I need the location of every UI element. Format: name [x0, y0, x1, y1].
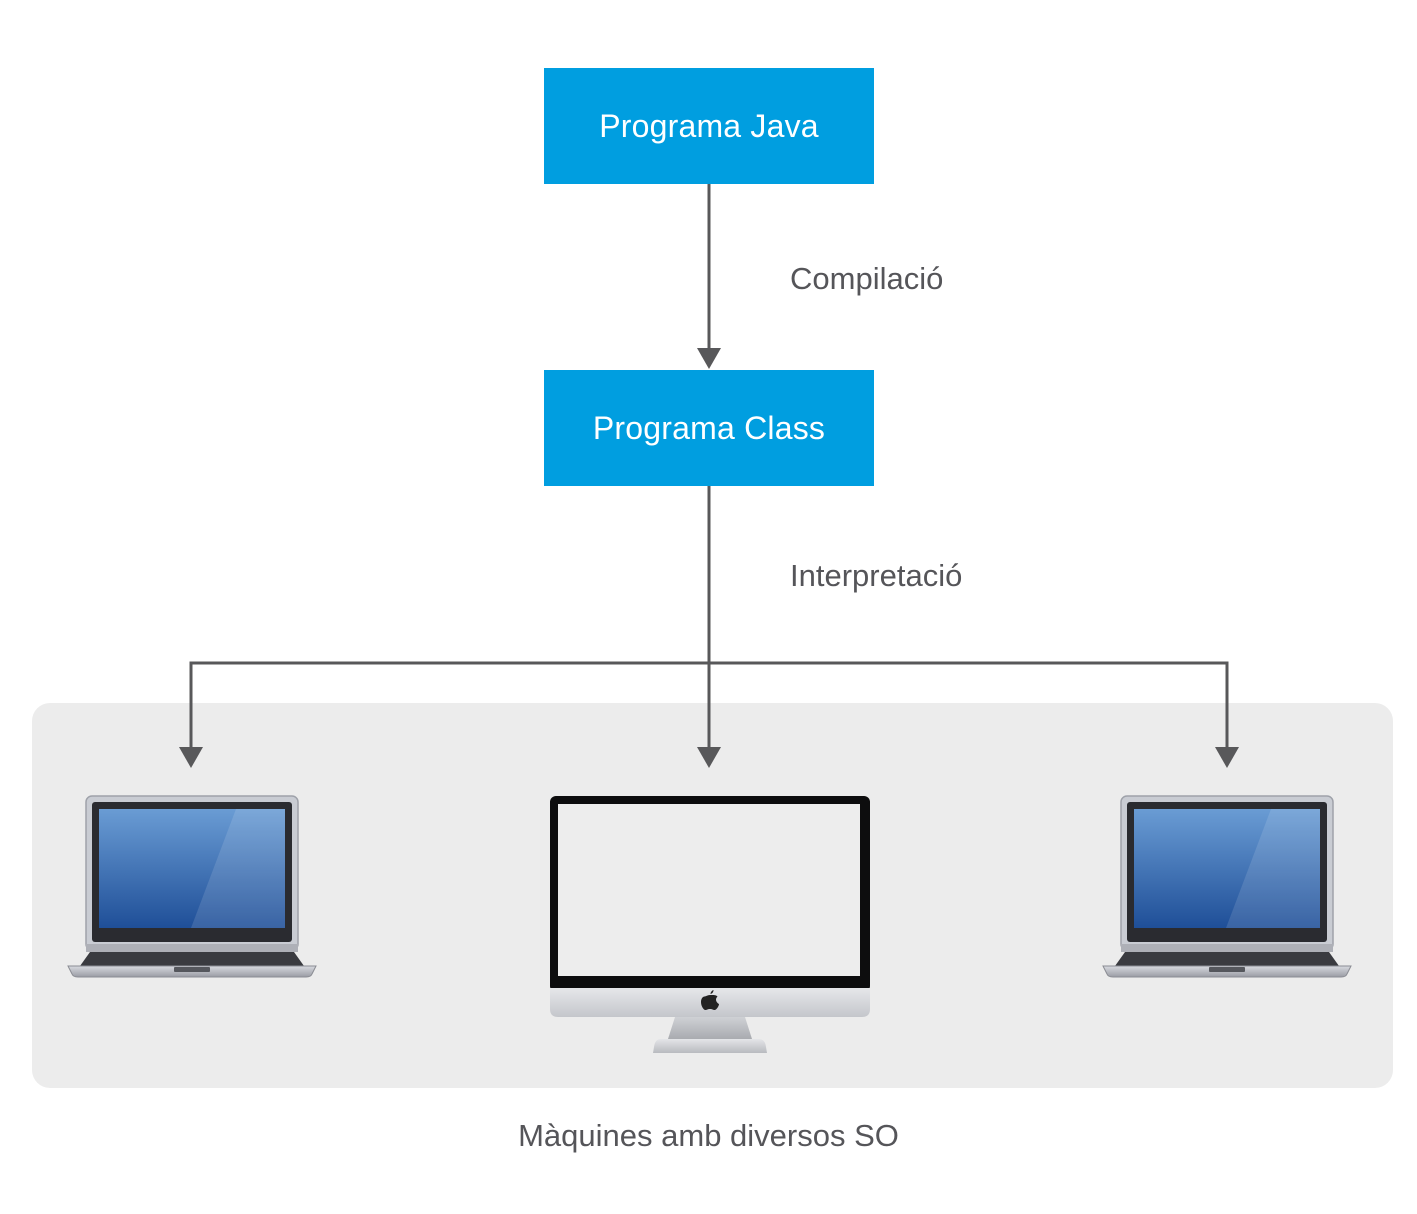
arrowhead-laptop-left [179, 747, 203, 768]
label-compilation: Compilació [790, 261, 944, 296]
arrowhead-laptop-right [1215, 747, 1239, 768]
machines-caption: Màquines amb diversos SO [518, 1118, 899, 1153]
laptop-icon [67, 795, 317, 978]
arrowhead-class [697, 348, 721, 369]
arrowhead-desktop [697, 747, 721, 768]
desktop-monitor-icon [550, 796, 870, 1053]
node-java-program: Programa Java [544, 68, 874, 184]
branch-line [189, 661, 1229, 748]
label-interpretation: Interpretació [790, 558, 963, 593]
node-class-program: Programa Class [544, 370, 874, 486]
laptop-icon [1102, 795, 1352, 978]
